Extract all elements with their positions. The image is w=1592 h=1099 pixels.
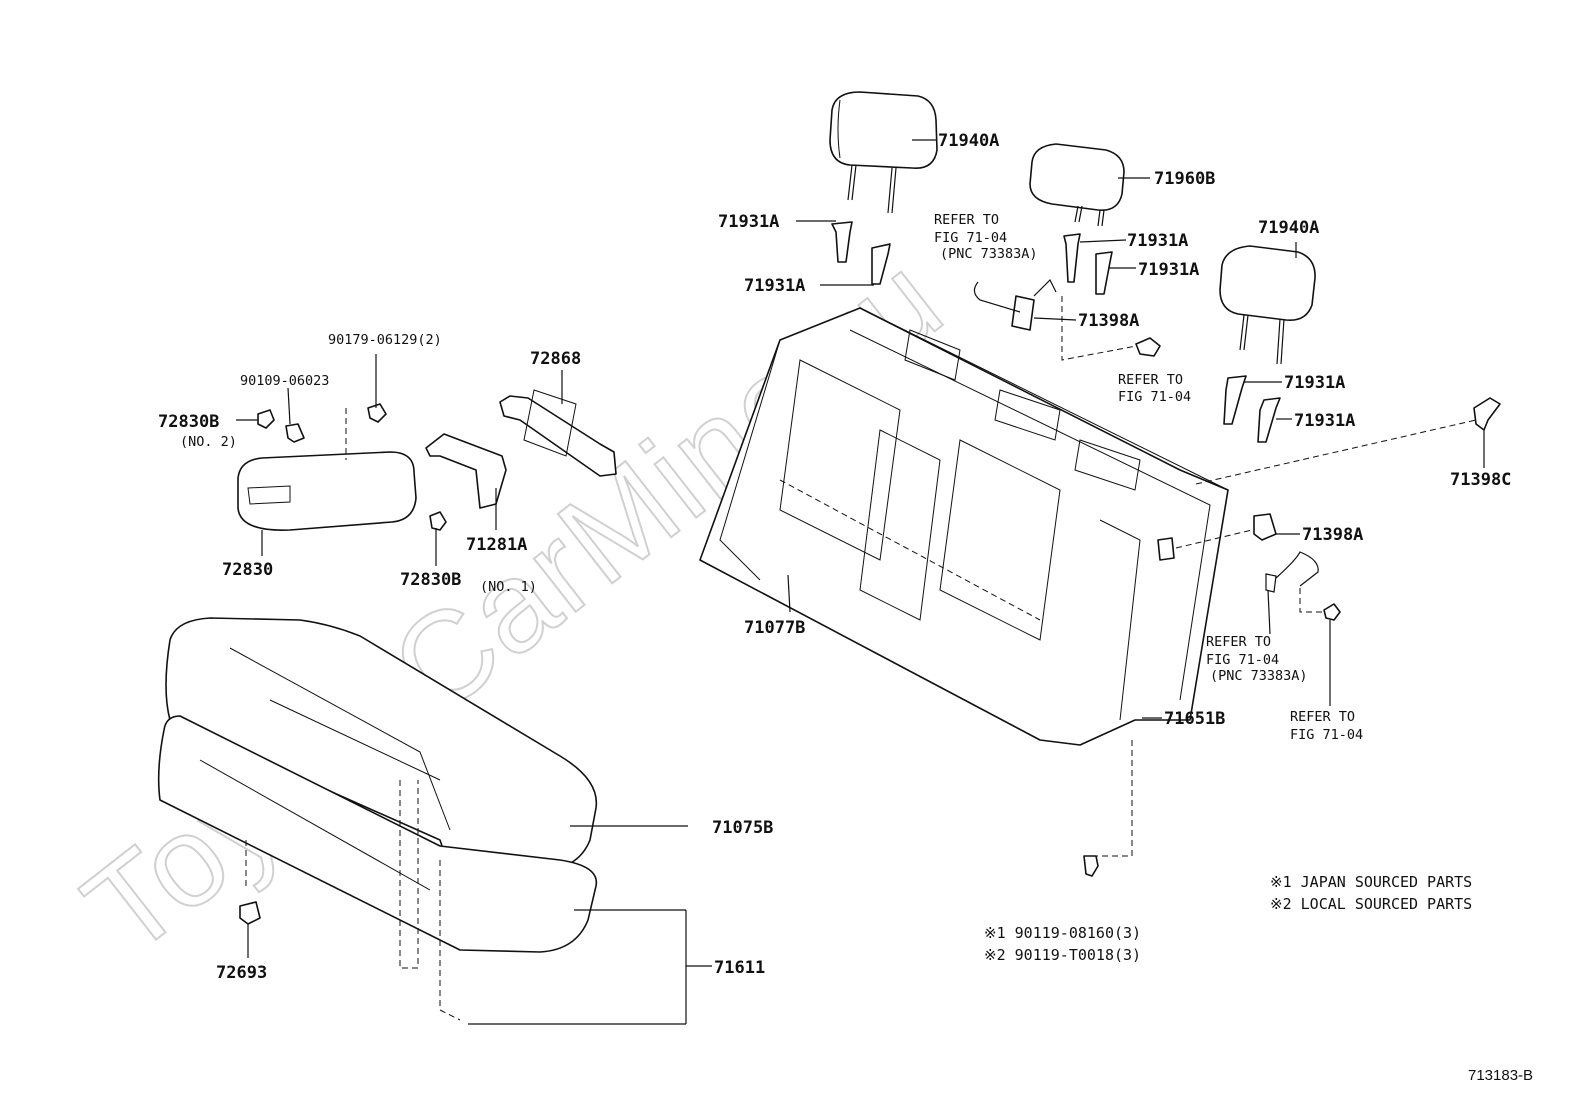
label-cap-no2-note: (NO. 2) <box>180 434 237 450</box>
refer-upper: REFER TO FIG 71-04 (PNC 73383A) <box>934 212 1038 262</box>
label-headrest-left: 71940A <box>938 131 999 151</box>
label-cushion-cover: 71075B <box>712 818 773 838</box>
refer-lower-right: REFER TO FIG 71-04 <box>1290 709 1363 743</box>
label-cover-clip: 71398C <box>1450 470 1511 490</box>
small-parts-drawing <box>973 278 1501 877</box>
refer-right: REFER TO FIG 71-04 (PNC 73383A) <box>1206 634 1308 684</box>
label-back-assy: 71077B <box>744 618 805 638</box>
leader-lines <box>236 139 1485 1025</box>
label-cushion-assy: 71611 <box>714 958 765 978</box>
headrest-center-drawing <box>1029 143 1125 227</box>
label-support-c2: 71931A <box>1138 260 1199 280</box>
label-back-frame: 71651B <box>1164 709 1225 729</box>
headrest-left-drawing <box>829 91 938 214</box>
label-arm-hinge: 71281A <box>466 535 527 555</box>
label-bolt-arm: 90109-06023 <box>240 373 329 389</box>
label-support-r2: 71931A <box>1294 411 1355 431</box>
label-support-c1: 71931A <box>1127 231 1188 251</box>
figure-id: 713183-B <box>1468 1067 1533 1084</box>
label-support-l1: 71931A <box>718 212 779 232</box>
label-headrest-right: 71940A <box>1258 218 1319 238</box>
label-hook: 72693 <box>216 963 267 983</box>
label-support-l2: 71931A <box>744 276 805 296</box>
label-cap-no2: 72830B <box>158 412 219 432</box>
label-armrest: 72830 <box>222 560 273 580</box>
refer-middle: REFER TO FIG 71-04 <box>1118 372 1191 405</box>
label-support-r1: 71931A <box>1284 373 1345 393</box>
bolt-part-numbers: ※1 90119-08160(3) ※2 90119-T0018(3) <box>984 924 1150 964</box>
headrest-right-drawing <box>1219 245 1316 365</box>
sourcing-notes: ※1 JAPAN SOURCED PARTS ※2 LOCAL SOURCED … <box>1270 873 1481 913</box>
label-cap-no1-note: (NO. 1) <box>480 579 537 595</box>
dashed-lines <box>245 296 1477 1021</box>
label-cup-holder: 72868 <box>530 349 581 369</box>
armrest-drawing <box>237 389 617 531</box>
supports-drawing <box>831 221 1281 443</box>
label-screw-top: 90179-06129(2) <box>328 332 442 348</box>
label-lock-right: 71398A <box>1302 525 1363 545</box>
label-lock-upper: 71398A <box>1078 311 1139 331</box>
cushion-drawing <box>157 617 598 953</box>
label-headrest-center: 71960B <box>1154 169 1215 189</box>
seat-back-drawing <box>699 307 1229 746</box>
label-cap-no1: 72830B <box>400 570 461 590</box>
